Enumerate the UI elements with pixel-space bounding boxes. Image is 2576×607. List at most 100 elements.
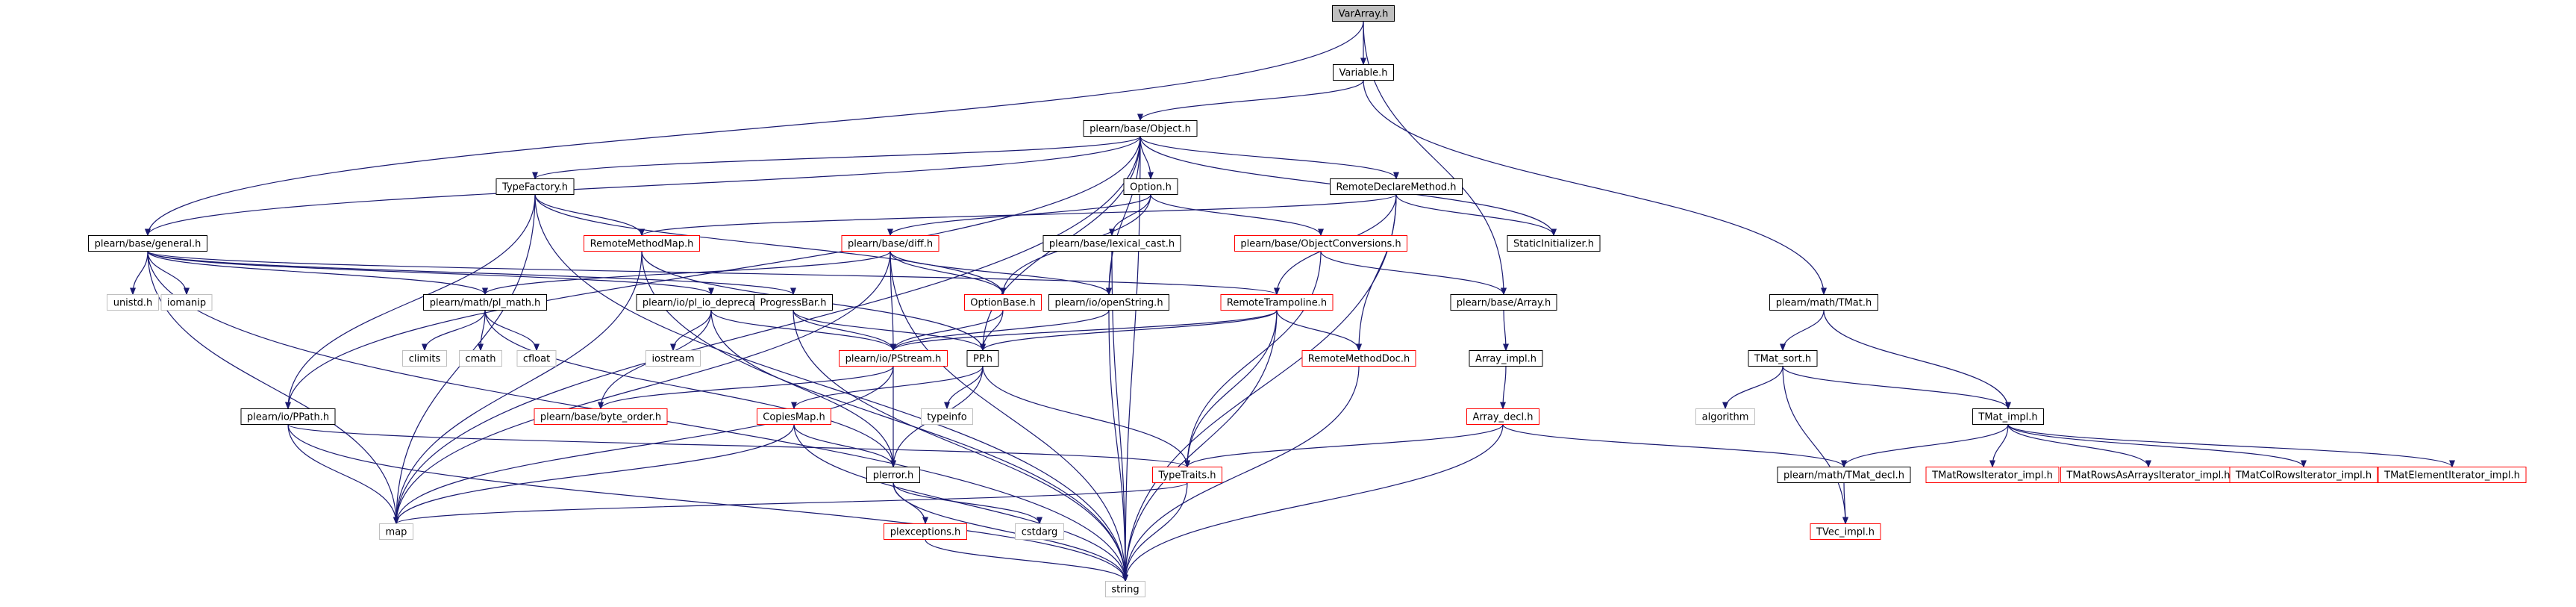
edge-general-to-iomanip [147,251,190,296]
node-box [1748,350,1818,367]
node-TypeTraits[interactable]: TypeTraits.h [1152,467,1222,483]
node-label: iostream [651,354,694,365]
node-PStream[interactable]: plearn/io/PStream.h [839,350,948,367]
node-Variable[interactable]: Variable.h [1333,64,1394,81]
node-label: StaticInitializer.h [1513,239,1594,250]
node-box [1507,235,1601,252]
node-label: plearn/base/diff.h [848,239,933,250]
node-label: map [386,527,407,538]
node-RemoteMethodMap[interactable]: RemoteMethodMap.h [584,235,700,252]
node-label: TMat_sort.h [1754,354,1811,365]
edge-CopiesMap-to-string [793,424,1128,582]
edge-pl_io_deprecated-to-PStream [710,310,896,352]
edge-general-to-unistd [130,251,149,296]
node-label: TypeTraits.h [1157,470,1216,482]
edge-layer [130,21,2455,582]
node-byte_order[interactable]: plearn/base/byte_order.h [534,408,668,425]
node-box [1925,467,2060,483]
node-box [423,294,547,311]
node-Array_impl[interactable]: Array_impl.h [1469,350,1543,367]
node-RemoteTrampoline[interactable]: RemoteTrampoline.h [1220,294,1334,311]
edge-RemoteDeclareMethod-to-string [1122,194,1397,582]
node-box [1220,294,1334,311]
node-diff[interactable]: plearn/base/diff.h [841,235,940,252]
node-general[interactable]: plearn/base/general.h [88,235,207,252]
node-TMatRowsAsArrays[interactable]: TMatRowsAsArraysIterator_impl.h [2060,467,2236,483]
node-box [757,408,831,425]
node-box [1152,467,1222,483]
node-box [921,408,973,425]
edge-RemoteDeclareMethod-to-RemoteMethodMap [639,193,1397,237]
node-VarArray[interactable]: VarArray.h [1332,5,1395,22]
edge-pl_math-to-climits [422,310,486,352]
node-TMat_decl[interactable]: plearn/math/TMat_decl.h [1777,467,1911,483]
node-StaticInitializer[interactable]: StaticInitializer.h [1507,235,1601,252]
edge-TypeFactory-to-RemoteMethodMap [534,194,645,237]
node-box [966,350,999,367]
edge-RemoteTrampoline-to-PStream [890,309,1278,352]
node-label: cstdarg [1022,527,1058,538]
node-Object[interactable]: plearn/base/Object.h [1083,120,1198,137]
node-TMat_sort[interactable]: TMat_sort.h [1748,350,1818,367]
node-label: plearn/base/Object.h [1090,124,1191,135]
node-TVec_impl[interactable]: TVec_impl.h [1810,523,1881,540]
node-TypeFactory[interactable]: TypeFactory.h [495,178,575,195]
node-ObjectConversions[interactable]: plearn/base/ObjectConversions.h [1234,235,1407,252]
node-box [1048,294,1169,311]
edge-TMat_impl-to-TMatRowsIterator [1989,424,2009,468]
node-TMat_impl[interactable]: TMat_impl.h [1972,408,2044,425]
edge-openString-to-string [1108,310,1128,582]
edge-BaseArray-to-Array_impl [1502,310,1509,352]
node-RemoteDeclareMethod[interactable]: RemoteDeclareMethod.h [1330,178,1463,195]
edge-general-to-ProgressBar [147,250,796,296]
edge-RemoteTrampoline-to-RemoteMethodDoc [1276,310,1362,352]
node-OptionBase[interactable]: OptionBase.h [964,294,1042,311]
node-label: plearn/io/pl_io_deprecated.h [643,298,780,309]
node-RemoteMethodDoc[interactable]: RemoteMethodDoc.h [1301,350,1416,367]
node-lexical_cast[interactable]: plearn/base/lexical_cast.h [1042,235,1181,252]
node-unistd: unistd.h [107,294,159,311]
edge-CopiesMap-to-map [393,424,795,525]
edge-diff-to-openString [890,251,1112,296]
edge-PPath-to-map [287,424,399,525]
node-label: climits [409,354,441,365]
node-label: TMatRowsAsArraysIterator_impl.h [2066,470,2230,482]
node-label: TMatColRowsIterator_impl.h [2235,470,2372,482]
node-box [1695,408,1755,425]
edge-Object-to-map [393,136,1141,525]
node-label: plexceptions.h [890,527,961,538]
node-openString[interactable]: plearn/io/openString.h [1048,294,1169,311]
node-box [1301,350,1416,367]
node-box [534,408,668,425]
node-CopiesMap[interactable]: CopiesMap.h [757,408,831,425]
node-label: plerror.h [873,470,914,482]
node-BaseArray[interactable]: plearn/base/Array.h [1450,294,1557,311]
node-box [839,350,948,367]
node-box [107,294,159,311]
node-label: plearn/math/TMat_decl.h [1783,470,1904,482]
edge-openString-to-PStream [890,310,1110,352]
node-ProgressBar[interactable]: ProgressBar.h [754,294,833,311]
node-TMatColRows[interactable]: TMatColRowsIterator_impl.h [2229,467,2378,483]
node-PPath[interactable]: plearn/io/PPath.h [240,408,336,425]
node-box [2378,467,2527,483]
node-box [88,235,207,252]
node-TMatElement[interactable]: TMatElementIterator_impl.h [2378,467,2527,483]
node-TMatRowsIterator[interactable]: TMatRowsIterator_impl.h [1925,467,2060,483]
node-box [240,408,336,425]
node-plexceptions[interactable]: plexceptions.h [884,523,967,540]
node-pl_math[interactable]: plearn/math/pl_math.h [423,294,547,311]
node-Option[interactable]: Option.h [1123,178,1178,195]
node-box [1450,294,1557,311]
node-pl_error[interactable]: plerror.h [866,467,920,483]
edge-TMat_sort-to-algorithm [1722,366,1783,410]
node-string: string [1105,581,1145,597]
node-TMat[interactable]: plearn/math/TMat.h [1769,294,1878,311]
node-PP[interactable]: PP.h [966,350,999,367]
node-label: Array_decl.h [1473,412,1534,423]
node-cstdarg: cstdarg [1015,523,1064,540]
edge-PStream-to-map [393,366,894,525]
edge-VarArray-to-general [145,21,1364,237]
node-Array_decl[interactable]: Array_decl.h [1466,408,1539,425]
